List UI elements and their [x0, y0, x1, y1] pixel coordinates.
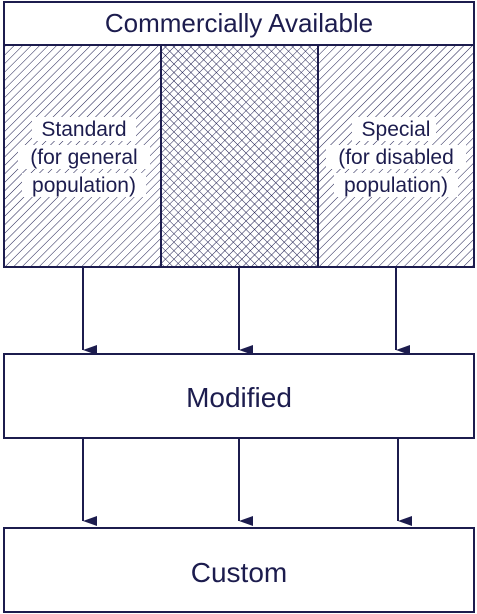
- special-line-1: Special: [362, 118, 431, 141]
- special-line-3: population): [344, 174, 448, 197]
- standard-line-3: population): [32, 174, 136, 197]
- arrows-to-custom: [82, 438, 412, 526]
- custom-box: [3, 527, 475, 613]
- standard-text-group: Standard (for general population): [18, 117, 150, 197]
- special-line-2: (for disabled: [338, 146, 454, 169]
- commercially-available-group: Commercially Available Standard (for gen…: [3, 1, 475, 268]
- column-middle: [160, 44, 319, 268]
- title-box: [3, 1, 475, 46]
- standard-line-2: (for general: [30, 146, 137, 169]
- standard-line-1: Standard: [41, 118, 126, 141]
- title-label: Commercially Available: [105, 8, 373, 38]
- custom-label: Custom: [191, 557, 287, 588]
- arrows-to-modified: [82, 267, 410, 355]
- special-text-group: Special (for disabled population): [326, 117, 466, 197]
- modified-label: Modified: [186, 382, 292, 413]
- modified-box: [3, 353, 475, 439]
